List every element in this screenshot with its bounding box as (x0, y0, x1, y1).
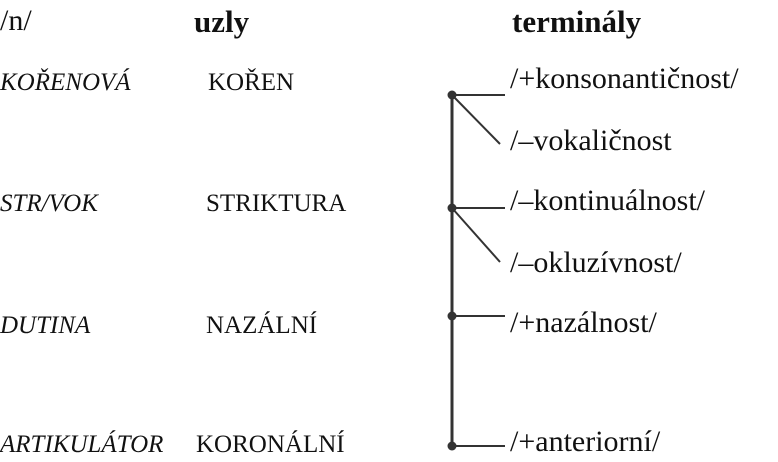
branch-vocalic (451, 94, 501, 145)
nodes-header: uzly (194, 4, 250, 39)
terminal-occlusive: /–okluzívnost/ (510, 246, 682, 279)
node-label-coronal: KORONÁLNÍ (196, 431, 345, 458)
node-dot-stricture (447, 203, 457, 213)
phoneme-header: /n/ (0, 4, 32, 37)
node-dot-coronal (447, 441, 457, 451)
terminal-anterior: /+anteriorní/ (510, 425, 661, 458)
node-label-root: KOŘEN (208, 69, 295, 96)
node-label-nasal: NAZÁLNÍ (206, 312, 318, 339)
terminal-consonantal: /+konsonantičnost/ (510, 62, 739, 95)
terminal-continuant: /–kontinuálnost/ (510, 184, 705, 217)
terminals-header: terminály (512, 4, 642, 39)
branch-occlusive (451, 207, 501, 263)
node-label-stricture: STRIKTURA (206, 190, 347, 217)
terminal-nasal: /+nazálnost/ (510, 306, 657, 339)
tier-label-stricture: STR/VOK (0, 190, 98, 217)
tier-label-cavity: DUTINA (0, 312, 91, 339)
tier-label-root: KOŘENOVÁ (0, 69, 131, 96)
tier-label-articulator: ARTIKULÁTOR (0, 431, 164, 458)
terminal-vocalic: /–vokaličnost (510, 124, 672, 157)
node-dot-root (447, 90, 457, 100)
node-dot-nasal (447, 311, 457, 321)
